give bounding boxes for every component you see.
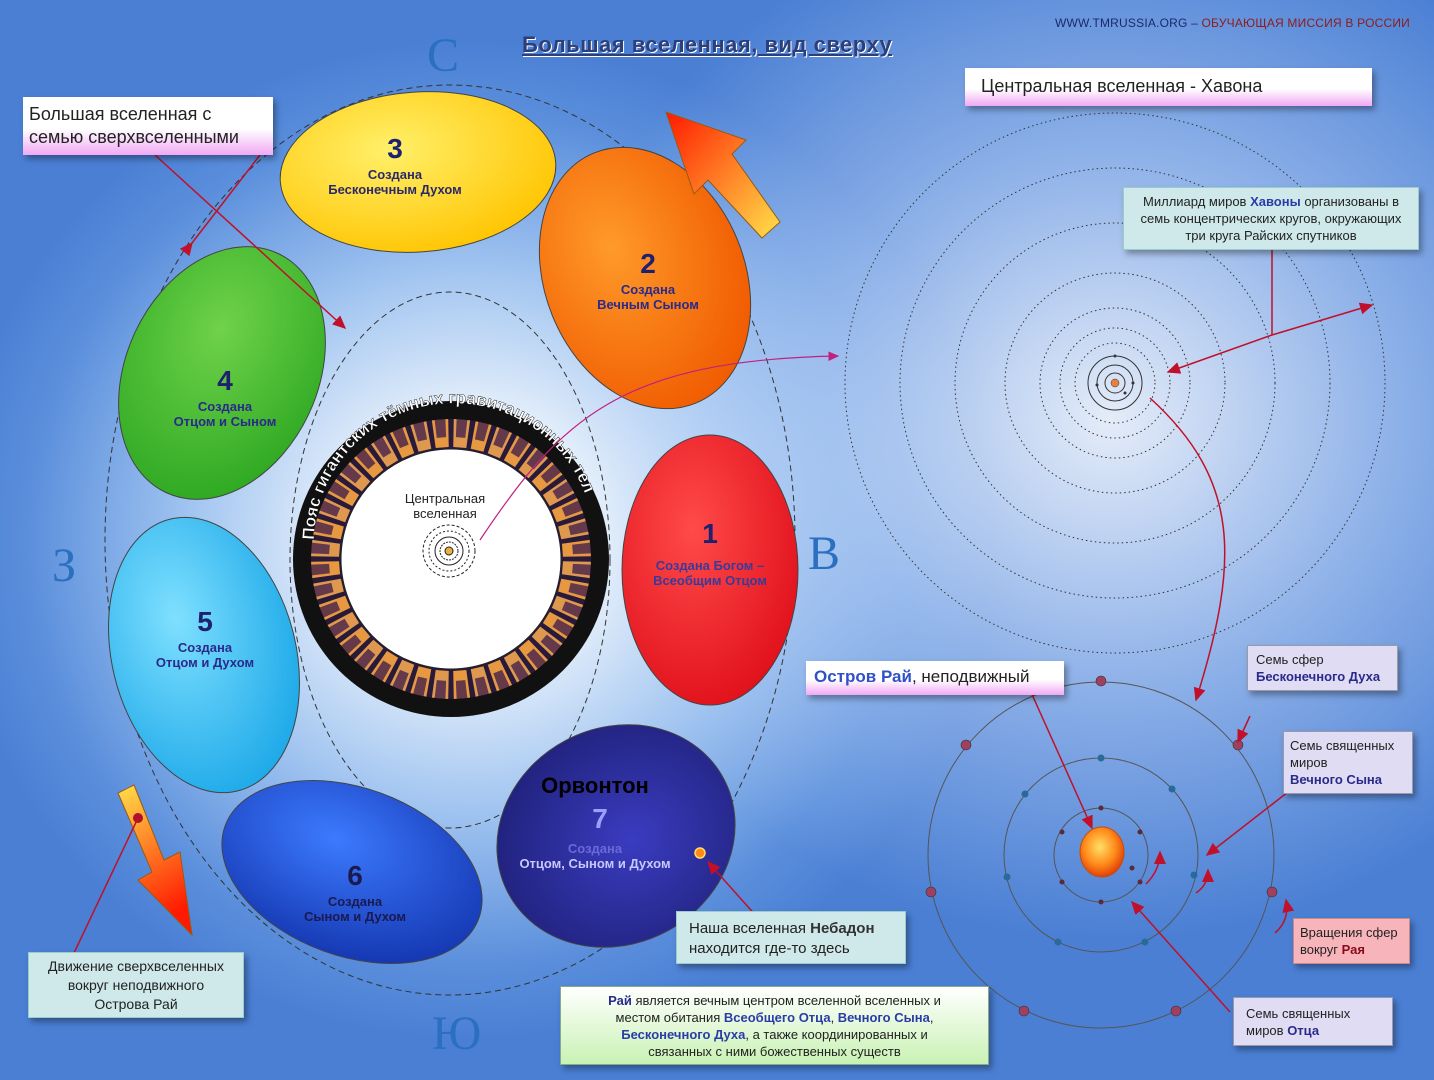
superuniverse-4-label: 4 Создана Отцом и Сыном (140, 365, 310, 429)
belt-segment-shade (561, 500, 583, 517)
belt-segment-shade (552, 481, 574, 500)
belt-segment-shade (392, 669, 409, 691)
superuniverse-2-number: 2 (640, 248, 656, 279)
gravity-belt (293, 401, 609, 717)
belt-segment-shade (319, 500, 341, 517)
belt-segment-shade (540, 634, 561, 654)
belt-segment-shade (313, 582, 334, 597)
superuniverse-7-shape (496, 724, 736, 948)
site-mission: ОБУЧАЮЩАЯ МИССИЯ В РОССИИ (1201, 16, 1410, 30)
belt-segment-shade (311, 563, 330, 576)
site-url[interactable]: WWW.TMRUSSIA.ORG (1055, 16, 1188, 30)
belt-segment-shade (341, 464, 362, 484)
paradise-island (1079, 826, 1125, 878)
spirit-spheres (925, 675, 1278, 1017)
belt-segment-shade (434, 680, 447, 699)
belt-segment-shade (356, 648, 376, 669)
son-worlds-callout: Семь священных миров Вечного Сына (1283, 731, 1413, 794)
belt-segment-shade (552, 618, 574, 637)
superuniverse-6-label: 6 Создана Сыном и Духом (270, 860, 440, 924)
belt-segment-shade (493, 669, 510, 691)
belt-segment-shade (373, 436, 392, 458)
belt-segment-shade (356, 449, 376, 470)
superuniverse-ellipses (108, 91, 799, 964)
superuniverse-5-number: 5 (197, 606, 213, 637)
rotation-callout: Вращения сфер вокруг Рая (1293, 918, 1410, 964)
father-worlds-callout: Семь священных миров Отца (1233, 997, 1393, 1046)
belt-segment-shade (328, 481, 350, 500)
belt-segment-shade (474, 421, 489, 442)
superuniverse-1-shape (621, 434, 799, 706)
havona-rings (844, 112, 1386, 654)
superuniverse-7-number: 7 (592, 803, 608, 834)
superuniverse-4-number: 4 (217, 365, 233, 396)
belt-segment-shade (434, 419, 447, 438)
belt-segment-shade (474, 676, 489, 697)
havona-title-callout: Центральная вселенная - Хавона (965, 68, 1372, 106)
superuniverse-3-label: 3 Создана Бесконечным Духом (310, 133, 480, 197)
belt-segment-shade (510, 660, 529, 682)
site-header: WWW.TMRUSSIA.ORG – ОБУЧАЮЩАЯ МИССИЯ В РО… (1055, 16, 1410, 30)
paradise-callout: Остров Рай, неподвижный (806, 661, 1064, 695)
orvonton-name: Орвонтон (541, 773, 649, 798)
belt-segment-shade (568, 582, 589, 597)
rotation-arrow-down (117, 784, 193, 937)
belt-segment-shade (510, 436, 529, 458)
movement-callout: Движение сверхвселенных вокруг неподвижн… (28, 952, 244, 1018)
superuniverse-3-number: 3 (387, 133, 403, 164)
page-title: Большая вселенная, вид сверху (522, 32, 893, 57)
spirit-spheres-callout: Семь сфер Бесконечного Духа (1247, 645, 1398, 691)
belt-segment-shade (526, 449, 546, 470)
belt-segment-shade (413, 421, 428, 442)
connector-lines (73, 154, 1374, 1013)
grand-universe-callout: Большая вселенная с семью сверхвселенным… (23, 97, 273, 155)
belt-segment-shade (392, 427, 409, 449)
compass-west: З (52, 539, 77, 592)
belt-segment-shade (455, 680, 468, 699)
belt-segment-shade (413, 676, 428, 697)
central-universe-label: Центральная вселенная (404, 491, 486, 521)
paradise-description-callout: Рай является вечным центром вселенной вс… (560, 986, 989, 1065)
compass-east: В (808, 527, 841, 580)
superuniverse-7-label: Орвонтон 7 Создана Отцом, Сыном и Духом (500, 773, 690, 871)
compass-north: С (427, 29, 460, 82)
central-universe-rings (422, 524, 476, 578)
belt-segment-shade (341, 634, 362, 654)
superuniverse-3-shape (279, 91, 557, 253)
rotation-arrow-up (665, 111, 781, 239)
superuniverse-6-number: 6 (347, 860, 363, 891)
belt-segment-shade (568, 521, 589, 536)
superuniverse-1-number: 1 (702, 518, 718, 549)
superuniverse-5-label: 5 Создана Отцом и Духом (120, 606, 290, 670)
superuniverse-2-shape (538, 146, 752, 410)
belt-segment-shade (572, 563, 591, 576)
inner-dashed-orbit (289, 291, 611, 829)
nebadon-spot (694, 847, 706, 859)
belt-segment-shade (526, 648, 546, 669)
central-pointer (479, 351, 840, 541)
superuniverse-2-label: 2 Создана Вечным Сыном (560, 248, 736, 312)
havona-description-callout: Миллиард миров Хавоны организованы в сем… (1123, 187, 1419, 250)
belt-segment-shade (319, 601, 341, 618)
son-worlds (1003, 754, 1198, 946)
belt-segment-shade (328, 618, 350, 637)
superuniverse-6-shape (221, 780, 483, 964)
belt-segment-shade (311, 542, 330, 555)
belt-segment-shade (561, 601, 583, 618)
belt-segment-shade (313, 521, 334, 536)
nebadon-callout: Наша вселенная Небадон находится где-то … (676, 911, 906, 964)
superuniverse-1-label: 1 Создана Богом – Всеобщим Отцом (622, 518, 798, 588)
belt-segment-shade (572, 542, 591, 555)
father-worlds (1059, 805, 1143, 905)
belt-segment-shade (455, 419, 468, 438)
superuniverse-4-shape (118, 246, 326, 500)
superuniverse-5-shape (108, 516, 300, 794)
belt-segment-shade (373, 660, 392, 682)
belt-segment-shade (493, 427, 510, 449)
belt-segment-shade (540, 464, 561, 484)
compass-south: Ю (432, 1007, 482, 1060)
